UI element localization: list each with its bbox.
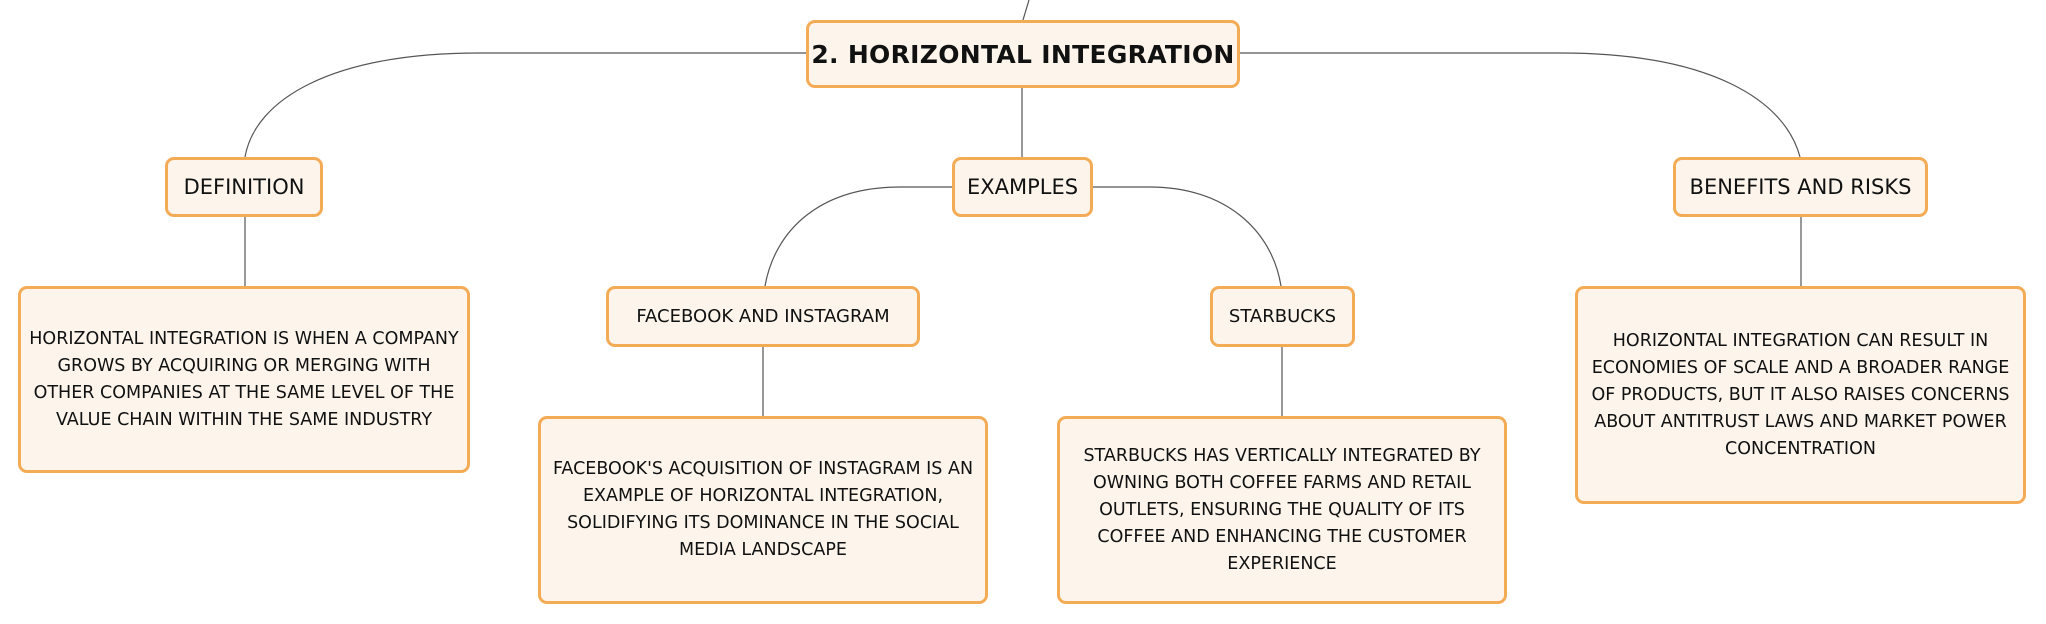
definition-label: DEFINITION [183, 175, 305, 199]
facebook-instagram-detail-node[interactable]: FACEBOOK'S ACQUISITION OF INSTAGRAM IS A… [538, 416, 988, 604]
edge-examples-to-facebook [764, 186, 953, 287]
facebook-instagram-node[interactable]: FACEBOOK AND INSTAGRAM [606, 286, 920, 347]
definition-detail-text: HORIZONTAL INTEGRATION IS WHEN A COMPANY… [29, 328, 459, 430]
root-title: 2. HORIZONTAL INTEGRATION [811, 39, 1235, 69]
edge-root-to-benefits [1238, 52, 1801, 158]
facebook-instagram-label: FACEBOOK AND INSTAGRAM [636, 306, 890, 327]
starbucks-detail-text: STARBUCKS HAS VERTICALLY INTEGRATED BY O… [1083, 445, 1481, 574]
definition-detail-node[interactable]: HORIZONTAL INTEGRATION IS WHEN A COMPANY… [18, 286, 470, 473]
edge-root-to-definition [244, 52, 806, 158]
starbucks-label: STARBUCKS [1228, 306, 1337, 327]
benefits-and-risks-node[interactable]: BENEFITS AND RISKS [1673, 157, 1928, 217]
edge-examples-to-starbucks [1090, 186, 1282, 287]
edge-parent-to-root [1022, 0, 1030, 21]
root-node[interactable]: 2. HORIZONTAL INTEGRATION [806, 20, 1240, 88]
starbucks-node[interactable]: STARBUCKS [1210, 286, 1355, 347]
starbucks-detail-node[interactable]: STARBUCKS HAS VERTICALLY INTEGRATED BY O… [1057, 416, 1507, 604]
examples-label: EXAMPLES [966, 175, 1079, 199]
benefits-and-risks-detail-text: HORIZONTAL INTEGRATION CAN RESULT IN ECO… [1591, 330, 2010, 459]
benefits-and-risks-detail-node[interactable]: HORIZONTAL INTEGRATION CAN RESULT IN ECO… [1575, 286, 2026, 504]
definition-node[interactable]: DEFINITION [165, 157, 323, 217]
facebook-instagram-detail-text: FACEBOOK'S ACQUISITION OF INSTAGRAM IS A… [552, 459, 974, 560]
examples-node[interactable]: EXAMPLES [952, 157, 1093, 217]
benefits-and-risks-label: BENEFITS AND RISKS [1689, 175, 1912, 199]
